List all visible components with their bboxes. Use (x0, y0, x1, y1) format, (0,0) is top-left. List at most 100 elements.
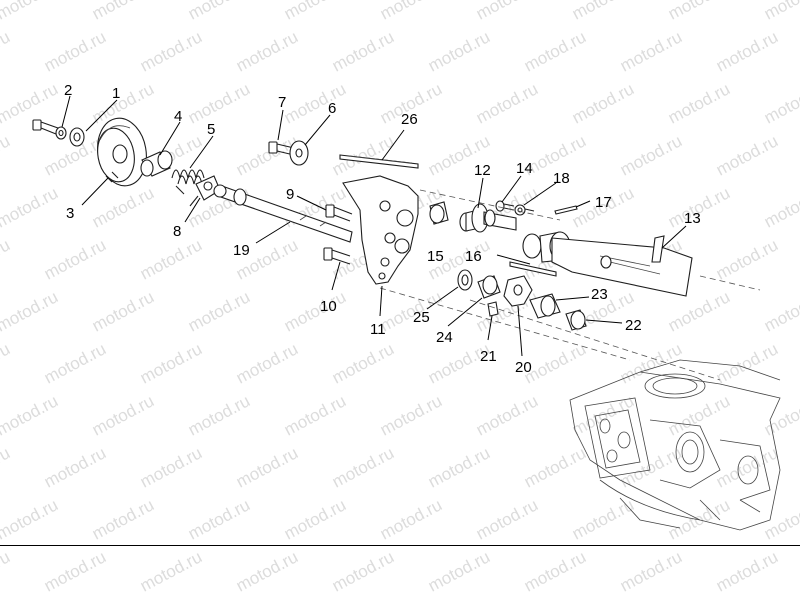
callout-11: 11 (370, 321, 386, 338)
callout-25: 25 (413, 309, 430, 326)
part-26-pin (339, 154, 419, 169)
callout-1: 1 (112, 85, 120, 102)
watermark-text: motod.ru (89, 0, 157, 24)
watermark-text: motod.ru (281, 391, 349, 439)
watermark-text: motod.ru (425, 547, 493, 595)
callout-3: 3 (66, 205, 74, 222)
part-18-washer (514, 204, 535, 216)
callout-23: 23 (591, 286, 608, 303)
watermark-text: motod.ru (329, 131, 397, 179)
watermark-text: motod.ru (617, 27, 685, 75)
watermark-text: motod.ru (137, 27, 205, 75)
watermark-text: motod.ru (233, 27, 301, 75)
watermark-text: motod.ru (329, 547, 397, 595)
watermark-text: motod.ru (281, 495, 349, 543)
part-17-pin (554, 205, 578, 215)
watermark-text: motod.ru (0, 339, 13, 387)
callout-16: 16 (465, 248, 482, 265)
watermark-text: motod.ru (761, 495, 800, 543)
callout-14: 14 (516, 160, 533, 177)
callout-24: 24 (436, 329, 453, 346)
watermark-text: motod.ru (89, 495, 157, 543)
callout-20: 20 (515, 359, 532, 376)
watermark-text: motod.ru (665, 287, 733, 335)
watermark-text: motod.ru (713, 131, 781, 179)
watermark-text: motod.ru (569, 79, 637, 127)
watermark-text: motod.ru (41, 547, 109, 595)
callout-13: 13 (684, 210, 701, 227)
watermark-text: motod.ru (0, 391, 61, 439)
part-19-shaft (213, 184, 353, 243)
callout-4: 4 (174, 108, 182, 125)
callout-10: 10 (320, 298, 337, 315)
callout-19: 19 (233, 242, 250, 259)
part-4-bushing (140, 150, 173, 177)
watermark-text: motod.ru (425, 27, 493, 75)
watermark-text: motod.ru (665, 79, 733, 127)
watermark-text: motod.ru (329, 27, 397, 75)
watermark-text: motod.ru (713, 547, 781, 595)
watermark-text: motod.ru (137, 235, 205, 283)
callout-8: 8 (173, 223, 181, 240)
watermark-text: motod.ru (473, 79, 541, 127)
engine-block-outline (379, 189, 781, 531)
watermark-text: motod.ru (0, 287, 61, 335)
watermark-text: motod.ru (569, 0, 637, 24)
watermark-text: motod.ru (281, 79, 349, 127)
watermark-text: motod.ru (0, 0, 61, 24)
part-3-pulley (97, 117, 147, 187)
watermark-text: motod.ru (377, 0, 445, 24)
watermark-text: motod.ru (713, 339, 781, 387)
part-12-pivot (459, 203, 517, 233)
part-10-bolt (323, 247, 351, 265)
watermark-text: motod.ru (185, 79, 253, 127)
part-15-bushing (429, 201, 449, 225)
callout-26: 26 (401, 111, 418, 128)
watermark-text: motod.ru (329, 443, 397, 491)
callout-21: 21 (480, 348, 497, 365)
part-11-plate (342, 175, 419, 285)
callout-7: 7 (278, 94, 286, 111)
part-16-rod (509, 261, 557, 277)
watermark-text: motod.ru (713, 235, 781, 283)
part-5-spring (171, 169, 205, 195)
watermark-text: motod.ru (89, 183, 157, 231)
watermark-text: motod.ru (617, 547, 685, 595)
watermark-text: motod.ru (137, 443, 205, 491)
watermark-text: motod.ru (89, 391, 157, 439)
watermark-text: motod.ru (233, 443, 301, 491)
callout-9: 9 (286, 186, 294, 203)
watermark-text: motod.ru (521, 27, 589, 75)
callout-18: 18 (553, 170, 570, 187)
watermark-text: motod.ru (761, 287, 800, 335)
callout-labels: 1 2 3 4 5 6 7 8 9 10 11 12 13 14 16 15 1… (64, 82, 701, 376)
watermark-text: motod.ru (377, 391, 445, 439)
watermark-text: motod.ru (761, 391, 800, 439)
leader-lines (61, 95, 687, 357)
part-23-sleeve (529, 293, 561, 319)
bottom-rule (0, 545, 800, 546)
watermark-text: motod.ru (569, 495, 637, 543)
watermark-text: motod.ru (521, 547, 589, 595)
watermark-text: motod.ru (473, 0, 541, 24)
part-24-bushing (477, 275, 501, 299)
watermark-text: motod.ru (185, 391, 253, 439)
watermark-text: motod.ru (233, 339, 301, 387)
callout-17: 17 (595, 194, 612, 211)
watermark-text: motod.ru (617, 339, 685, 387)
part-6-washer (289, 140, 309, 166)
watermark-text: motod.ru (761, 183, 800, 231)
watermark-text: motod.ru (761, 0, 800, 24)
watermark-text: motod.ru (665, 0, 733, 24)
part-22-bushing (565, 309, 587, 331)
watermark-text: motod.ru (41, 443, 109, 491)
watermark-text: motod.ru (41, 235, 109, 283)
part-21-screw (487, 301, 499, 317)
watermark-text: motod.ru (281, 0, 349, 24)
watermark-text: motod.ru (617, 131, 685, 179)
watermark-text: motod.ru (0, 235, 13, 283)
callout-12: 12 (474, 162, 491, 179)
watermark-text: motod.ru (473, 495, 541, 543)
